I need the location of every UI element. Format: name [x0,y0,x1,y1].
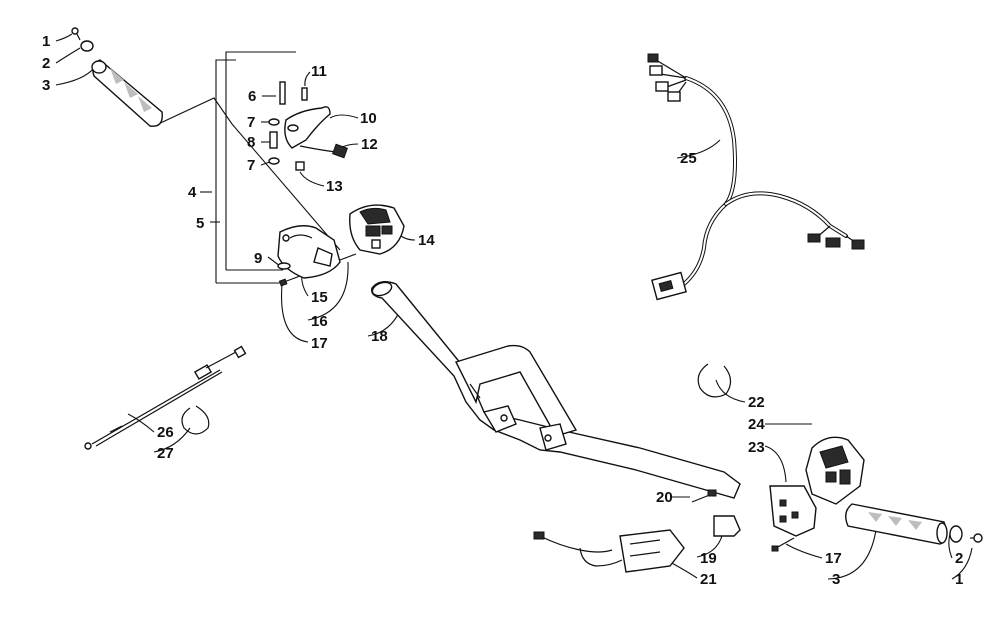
callout-26: 26 [157,424,174,441]
callout-4: 4 [188,184,197,201]
handlebar [371,281,741,499]
housing-spring-pin [339,253,357,261]
callout-18: 18 [371,328,388,345]
callout-7-lower: 7 [247,157,255,174]
throttle-cable [84,345,247,450]
switch-housing-lower [769,485,817,537]
callout-12: 12 [361,136,378,153]
callout-1-left: 1 [42,33,50,50]
left-handgrip [91,59,163,127]
callout-13: 13 [326,178,343,195]
right-grip-washer [949,525,963,543]
switch-boot [713,515,741,537]
callout-6: 6 [248,88,256,105]
callout-23: 23 [748,439,765,456]
callout-2-left: 2 [42,55,50,72]
sleeve [269,131,278,149]
right-switch-assembly [691,436,865,552]
switch-housing-upper [805,436,865,505]
cable-pin [301,87,308,101]
callout-9: 9 [254,250,262,267]
callout-8: 8 [247,134,255,151]
lever-block [295,161,305,171]
throttle-lever [284,106,331,149]
lower-bushing [268,157,280,165]
callout-5: 5 [196,215,204,232]
callout-11: 11 [311,63,327,80]
callout-19: 19 [700,550,717,567]
right-grip-screw [970,533,983,543]
throttle-lever-parts [268,81,348,171]
callout-27: 27 [157,445,174,462]
callout-25: 25 [680,150,697,167]
callout-2-right: 2 [955,550,963,567]
right-housing-screw [771,537,795,552]
callout-15: 15 [311,289,328,306]
left-grip-assembly [71,27,163,127]
callout-24: 24 [748,416,765,433]
right-handgrip [845,503,948,545]
housing-screw [278,275,301,287]
callout-7-upper: 7 [247,114,255,131]
housing-washer [277,262,291,270]
callout-3-right: 3 [832,571,840,588]
upper-bushing [268,118,280,126]
callout-3-left: 3 [42,77,50,94]
wiring-harness [647,53,865,301]
callout-20: 20 [656,489,673,506]
handwarmer-element [533,529,685,573]
callout-14: 14 [418,232,435,249]
pivot-pin [279,81,286,105]
kill-switch-plug [691,489,717,503]
callout-21: 21 [700,571,717,588]
throttle-housing [277,225,357,287]
left-switch-housing [349,204,405,255]
retaining-ring-left [181,405,210,435]
callout-17-left: 17 [311,335,328,352]
callout-16: 16 [311,313,328,330]
right-grip-assembly [845,503,983,545]
leader-lines [55,33,973,580]
throttle-switch-lead [299,143,348,159]
callout-labels: 1 2 3 4 5 6 7 8 7 9 10 11 12 13 14 15 16… [42,33,963,588]
callout-22: 22 [748,394,765,411]
retaining-ring-right [697,363,732,398]
callout-10: 10 [360,110,377,127]
callout-17-right: 17 [825,550,842,567]
callout-1-right: 1 [955,571,963,588]
left-grip-washer [80,40,94,52]
left-grip-screw [71,27,81,41]
